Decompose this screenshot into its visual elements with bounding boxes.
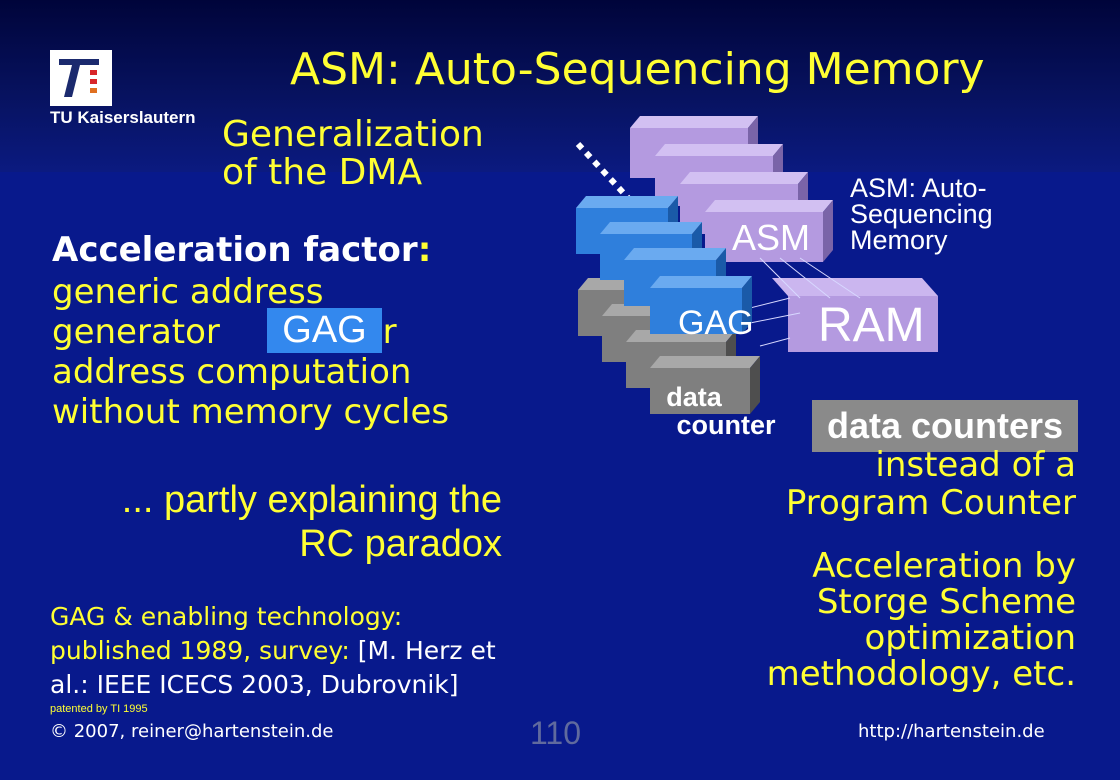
- gag-label: GAG: [678, 304, 754, 342]
- asm-label: ASM: [732, 217, 810, 258]
- copyright-text: 2007, reiner@hartenstein.de: [73, 721, 334, 742]
- note-line: methodology, etc.: [766, 654, 1076, 694]
- patent-note: patented by TI 1995: [50, 703, 148, 715]
- asm-stack: ASM: [630, 116, 833, 262]
- body-line: generic address: [52, 272, 324, 312]
- data-counter-label: counter: [676, 410, 776, 440]
- data-counter-label: data: [666, 382, 723, 412]
- data-counters-badge: data counters: [812, 400, 1078, 452]
- note-line: Storge Scheme: [816, 582, 1076, 622]
- publication-note: GAG & enabling technology: published 198…: [50, 600, 496, 702]
- copyright-icon: ©: [50, 721, 68, 742]
- body-text: generator: [52, 312, 220, 352]
- pub-line: published 1989, survey: [M. Herz et: [50, 634, 496, 668]
- ram-block: RAM: [772, 278, 938, 352]
- acceleration-heading-text: Acceleration factor: [52, 230, 418, 270]
- note-line: Acceleration by: [812, 546, 1076, 586]
- logo-icon: [59, 59, 99, 97]
- pub-reference: al.: IEEE ICECS 2003, Dubrovnik]: [50, 670, 459, 699]
- body-line: without memory cycles: [52, 392, 450, 432]
- logo-label: TU Kaiserslautern: [50, 108, 196, 127]
- data-counter-stack: data counter: [578, 278, 776, 440]
- pub-line: GAG & enabling technology:: [50, 602, 403, 631]
- asm-diagram: ASM RAM data counter GAG: [575, 116, 938, 440]
- body-line: generatorfor: [52, 312, 449, 352]
- note-line: Program Counter: [785, 483, 1076, 523]
- pub-reference: [M. Herz et: [349, 636, 496, 665]
- body-line: address computation: [52, 352, 412, 392]
- gag-stack: GAG: [576, 196, 754, 342]
- note-line: RC paradox: [299, 523, 502, 565]
- asm-description: ASM: Auto- Sequencing Memory: [850, 173, 993, 255]
- subtitle-line: of the DMA: [222, 152, 423, 193]
- desc-line: Memory: [850, 225, 948, 255]
- slide-subtitle: Generalization of the DMA: [222, 116, 484, 192]
- gag-highlight-badge: GAG: [267, 308, 382, 353]
- acceleration-heading-colon: :: [417, 230, 432, 270]
- page-number: 110: [530, 715, 582, 751]
- note-line: optimization: [864, 618, 1076, 658]
- direction-dotted-line: [575, 141, 633, 203]
- ram-label: RAM: [818, 299, 925, 352]
- instead-note: instead of a Program Counter: [720, 446, 1076, 522]
- tu-kaiserslautern-logo: [50, 50, 112, 106]
- slide-title: ASM: Auto-Sequencing Memory: [290, 44, 985, 95]
- pub-text: published 1989, survey:: [50, 636, 350, 665]
- subtitle-line: Generalization: [222, 114, 484, 155]
- acceleration-body: generic address generatorfor address com…: [52, 272, 449, 432]
- note-line: instead of a: [875, 445, 1076, 485]
- footer-url[interactable]: http://hartenstein.de: [858, 721, 1045, 742]
- desc-line: ASM: Auto-: [850, 173, 987, 203]
- desc-line: Sequencing: [850, 199, 993, 229]
- copyright: © 2007, reiner@hartenstein.de: [50, 721, 333, 742]
- note-line: ... partly explaining the: [121, 479, 502, 521]
- acceleration-by-note: Acceleration by Storge Scheme optimizati…: [700, 548, 1076, 692]
- title-band: [0, 0, 1120, 172]
- acceleration-heading: Acceleration factor:: [52, 230, 431, 270]
- rc-paradox-note: ... partly explaining the RC paradox: [60, 478, 502, 566]
